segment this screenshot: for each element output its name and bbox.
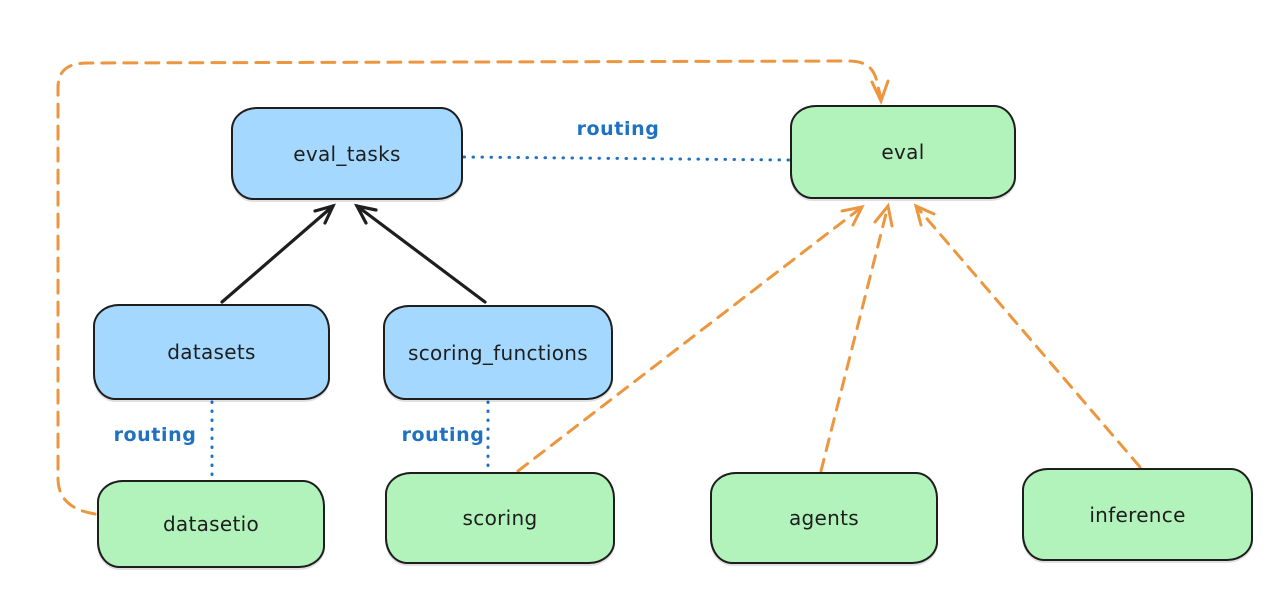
node-eval: eval [790,105,1016,199]
edge-datasets-to-eval-tasks [220,203,336,304]
node-scoring: scoring [385,472,615,564]
edge-label-routing-datasets-datasetio: routing [113,424,197,446]
node-eval-tasks-label: eval_tasks [293,141,401,166]
node-datasetio-label: datasetio [162,512,260,536]
edge-label-routing-scoring-functions-scoring: routing [401,424,485,446]
node-datasetio: datasetio [97,480,325,568]
node-agents: agents [710,472,938,564]
edge-agents-to-eval [819,202,894,473]
node-datasets-label: datasets [167,340,256,364]
edge-scoring-functions-to-eval-tasks [353,203,487,304]
node-eval-label: eval [881,140,925,164]
edge-inference-to-eval [913,203,1142,469]
node-agents-label: agents [789,506,859,530]
edge-eval-tasks-to-eval [462,155,791,162]
node-eval-tasks: eval_tasks [231,107,463,200]
edge-datasetio-to-eval [56,59,890,516]
node-scoring-functions: scoring_functions [383,305,613,400]
node-scoring-label: scoring [462,506,538,530]
edge-label-routing-eval-tasks-eval: routing [576,118,660,140]
node-inference-label: inference [1089,502,1186,527]
node-inference: inference [1022,468,1253,561]
node-scoring-functions-label: scoring_functions [407,340,589,365]
node-datasets: datasets [93,304,330,400]
